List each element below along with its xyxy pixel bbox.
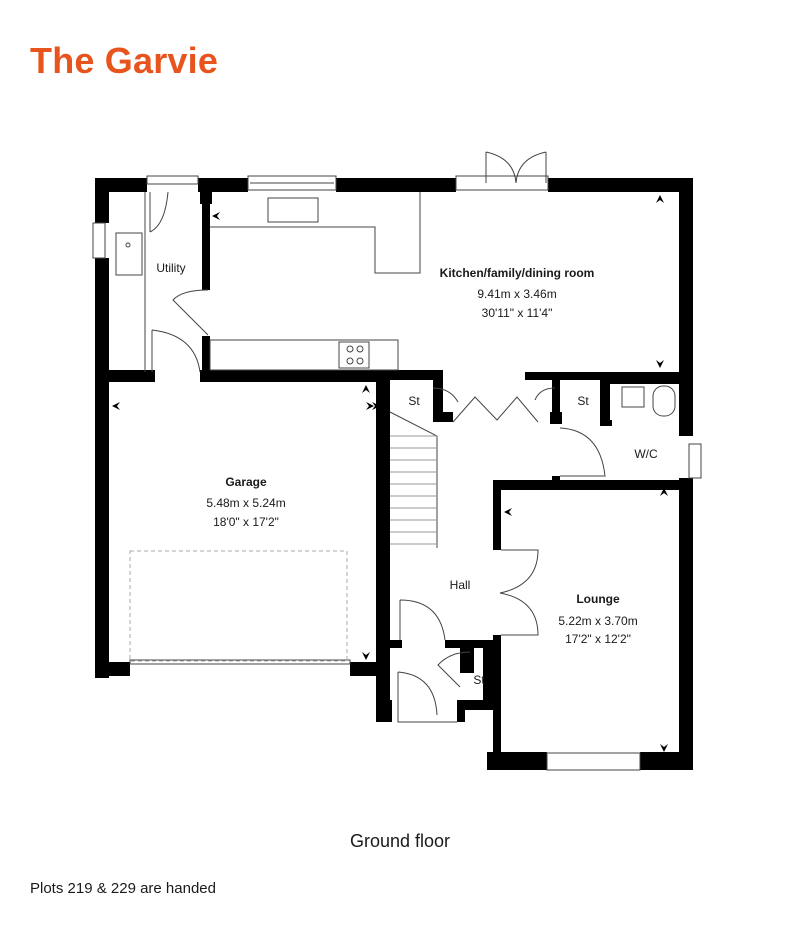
room-label-hall: Hall xyxy=(450,578,471,592)
handed-note: Plots 219 & 229 are handed xyxy=(30,880,216,897)
room-label-kitchen: Kitchen/family/dining room xyxy=(440,266,595,280)
room-label-utility: Utility xyxy=(156,261,185,275)
room-label-store-3: St xyxy=(473,673,485,687)
room-labels: Kitchen/family/dining room 9.41m x 3.46m… xyxy=(156,261,658,687)
floor-label: Ground floor xyxy=(349,831,451,851)
room-label-wc: W/C xyxy=(634,447,658,461)
room-dim-lounge-imperial: 17'2" x 12'2" xyxy=(565,632,631,646)
room-dim-kitchen-metric: 9.41m x 3.46m xyxy=(477,287,556,301)
dimension-arrows xyxy=(112,195,690,752)
room-label-store-1: St xyxy=(408,394,420,408)
fixtures xyxy=(92,151,702,771)
walls xyxy=(95,178,693,770)
page-title: The Garvie xyxy=(30,40,219,81)
room-label-store-2: St xyxy=(577,394,589,408)
room-dim-garage-metric: 5.48m x 5.24m xyxy=(206,496,285,510)
room-label-lounge: Lounge xyxy=(576,592,620,606)
room-dim-garage-imperial: 18'0" x 17'2" xyxy=(213,515,279,529)
floor-caption: Ground floor xyxy=(0,831,800,852)
room-dim-lounge-metric: 5.22m x 3.70m xyxy=(558,614,637,628)
room-dim-kitchen-imperial: 30'11" x 11'4" xyxy=(482,306,553,320)
room-label-garage: Garage xyxy=(225,475,267,489)
